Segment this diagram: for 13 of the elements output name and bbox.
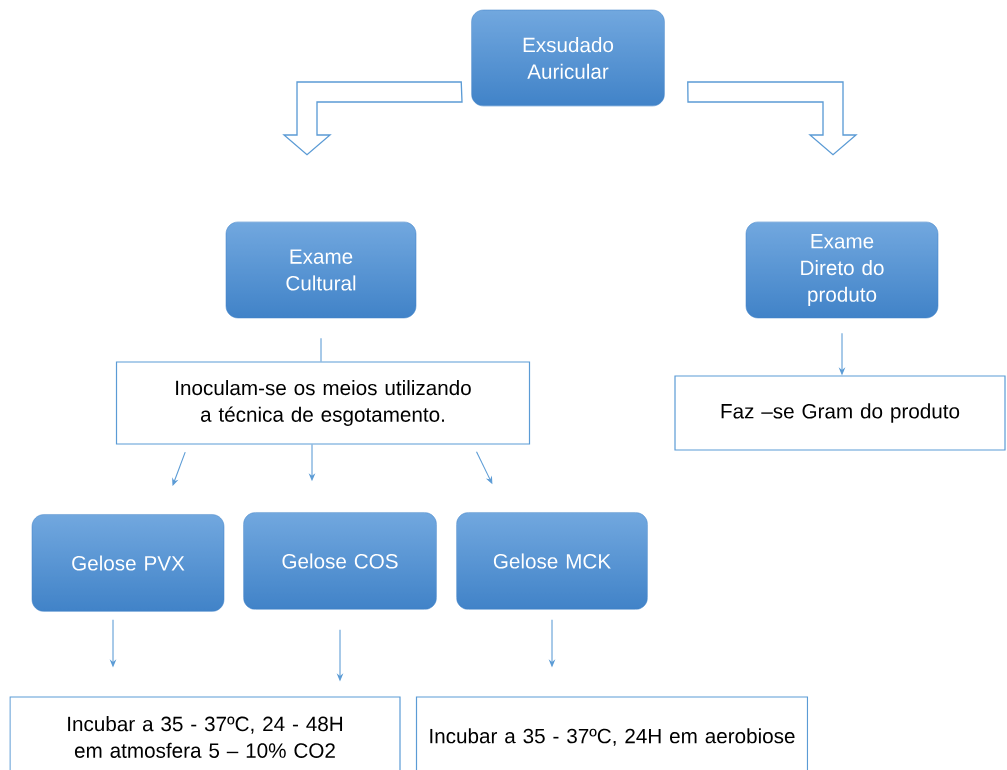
step-box: Incubar a 35 - 37ºC, 24H em aerobiose	[415, 696, 809, 770]
step-box: Incubar a 35 - 37ºC, 24 - 48H em atmosfera 5 – 10% CO2	[9, 696, 401, 770]
step-box: Inoculam-se os meios utilizando a técnica de esgotamento.	[115, 361, 531, 445]
process-box: Exsudado Auricular	[471, 9, 665, 107]
process-box: Exame Direto do produto	[745, 221, 939, 319]
process-box: Exame Cultural	[225, 221, 417, 319]
block-arrow	[282, 81, 463, 156]
block-arrow	[687, 81, 858, 156]
step-box: Faz –se Gram do produto	[674, 375, 1006, 451]
process-box: Gelose PVX	[31, 514, 225, 612]
process-box: Gelose COS	[243, 512, 437, 610]
process-box: Gelose MCK	[456, 512, 648, 610]
connector-line	[320, 337, 322, 362]
